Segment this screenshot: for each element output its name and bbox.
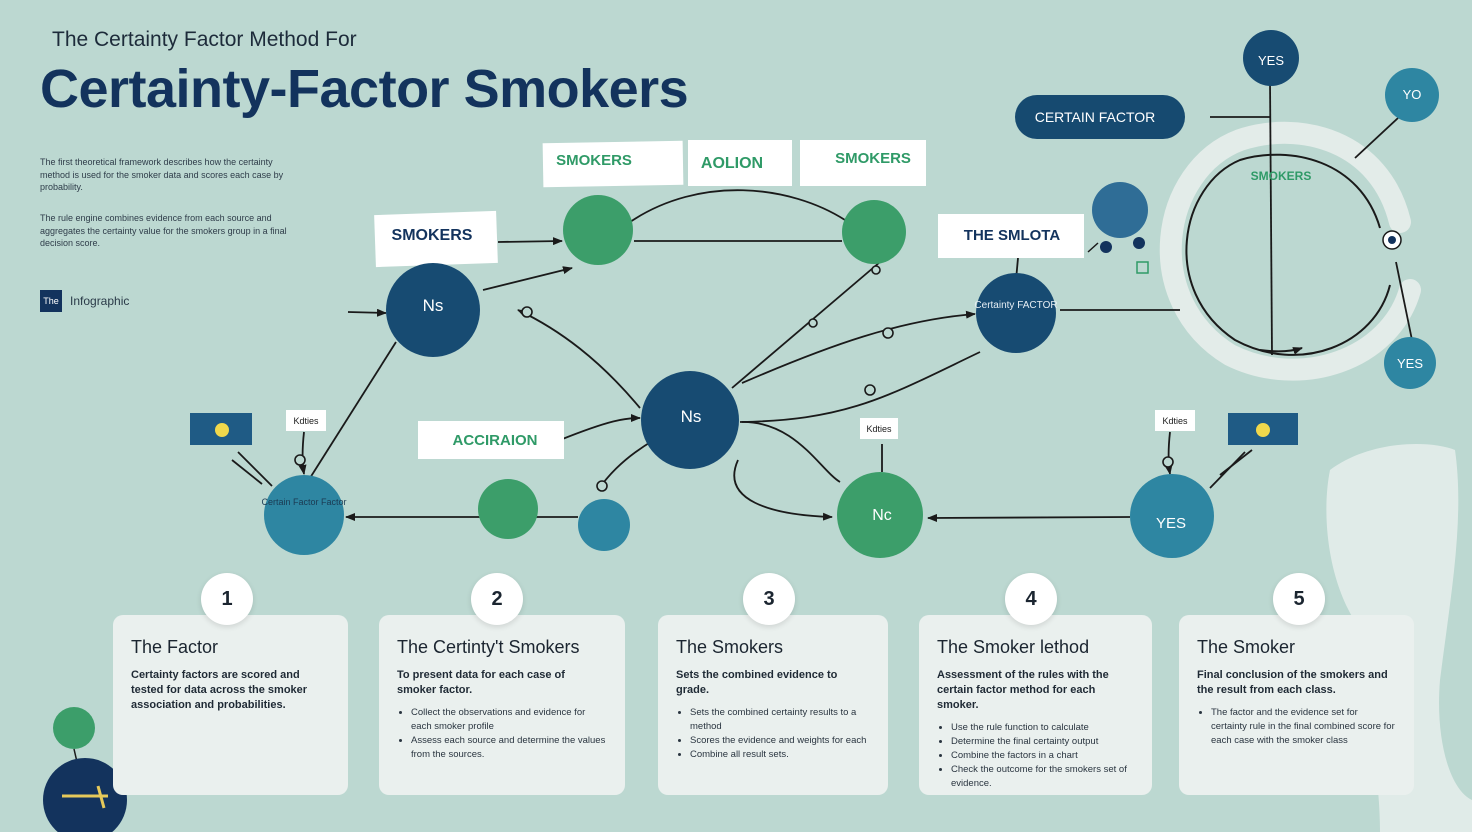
step-number-5: 5 <box>1273 573 1325 625</box>
list-item: Combine all result sets. <box>690 748 870 762</box>
list-item: Collect the observations and evidence fo… <box>411 706 607 734</box>
list-item: Assess each source and determine the val… <box>411 734 607 762</box>
svg-text:YO: YO <box>1403 87 1422 102</box>
list-item: Scores the evidence and weights for each <box>690 734 870 748</box>
node-yes-right: YES <box>1384 337 1436 389</box>
step-number-3: 3 <box>743 573 795 625</box>
step-number-4: 4 <box>1005 573 1057 625</box>
svg-text:Certain Factor Factor: Certain Factor Factor <box>261 497 346 507</box>
step-card-3: The Smokers Sets the combined evidence t… <box>658 615 888 795</box>
label-box-the-smlota: THE SMLOTA <box>938 214 1084 258</box>
step-bullets: Use the rule function to calculate Deter… <box>937 721 1134 791</box>
list-item: Determine the final certainty output <box>951 735 1134 749</box>
label-box-smokers-left: SMOKERS <box>374 210 498 268</box>
arc-ring <box>1159 121 1421 381</box>
step-title: The Smoker <box>1197 637 1296 657</box>
certain-factor-pill: CERTAIN FACTOR <box>1015 95 1185 139</box>
label-box-aolion: AOLION <box>688 140 792 186</box>
kicker-text: The Certainty Factor Method For <box>52 28 357 51</box>
svg-text:Certainty FACTOR: Certainty FACTOR <box>974 300 1057 311</box>
connection-lines <box>231 79 1413 522</box>
step-description: Final conclusion of the smokers and the … <box>1197 669 1388 696</box>
step-description: Sets the combined evidence to grade. <box>676 669 838 696</box>
step-bullets: The factor and the evidence set for cert… <box>1197 706 1396 748</box>
label-smokers-top-right: SMOKERS <box>835 150 911 167</box>
small-tag-left: Kdties <box>286 410 326 431</box>
svg-text:YES: YES <box>1156 515 1186 532</box>
step-description: Certainty factors are scored and tested … <box>131 669 308 711</box>
arc-arrow-bottom <box>1259 347 1303 355</box>
step-bullets: Sets the combined certainty results to a… <box>676 706 870 762</box>
list-item: Use the rule function to calculate <box>951 721 1134 735</box>
node-yes-bottom: YES <box>1130 474 1214 558</box>
flag-icon-left <box>190 413 252 445</box>
node-ns-left: Ns <box>386 263 480 357</box>
step-title: The Certinty't Smokers <box>397 637 580 657</box>
step-title: The Smoker lethod <box>937 637 1090 657</box>
compass-icon <box>43 758 127 832</box>
small-tag-right: Kdties <box>1155 410 1195 431</box>
step-card-5: The Smoker Final conclusion of the smoke… <box>1179 615 1414 795</box>
step-description: To present data for each case of smoker … <box>397 669 565 696</box>
svg-text:YES: YES <box>1258 53 1284 68</box>
svg-text:Kdties: Kdties <box>1162 416 1188 426</box>
svg-text:Nc: Nc <box>872 507 892 524</box>
svg-text:Ns: Ns <box>423 296 444 315</box>
intro-paragraph-2: The rule engine combines evidence from e… <box>40 213 287 248</box>
label-box-smokers-top-right: SMOKERS <box>800 140 926 186</box>
junction-markers <box>294 265 1174 492</box>
arc-line <box>1185 153 1391 356</box>
node-certainty-factor: Certainty FACTOR <box>974 273 1058 353</box>
label-the-smlota: THE SMLOTA <box>964 227 1061 244</box>
step-card-2: The Certinty't Smokers To present data f… <box>379 615 625 795</box>
step-title: The Smokers <box>676 637 784 657</box>
node-yo: YO <box>1385 68 1439 122</box>
intro-paragraph-1: The first theoretical framework describe… <box>40 157 284 192</box>
label-box-acciraion: ACCIRAION <box>418 421 564 459</box>
arc-label-smokers: SMOKERS <box>1251 169 1312 183</box>
step-number-2: 2 <box>471 573 523 625</box>
node-certain-factor-left: Certain Factor Factor <box>261 475 347 555</box>
step-bullets: Collect the observations and evidence fo… <box>397 706 607 762</box>
node-green-top-left <box>563 195 633 265</box>
list-item: Sets the combined certainty results to a… <box>690 706 870 734</box>
list-item: Combine the factors in a chart <box>951 749 1134 763</box>
list-item: The factor and the evidence set for cert… <box>1211 706 1396 748</box>
svg-text:CERTAIN FACTOR: CERTAIN FACTOR <box>1035 109 1156 125</box>
svg-text:Kdties: Kdties <box>866 424 892 434</box>
brand-badge: The <box>40 290 62 312</box>
svg-text:Kdties: Kdties <box>293 416 319 426</box>
arc-target-icon <box>1382 230 1402 250</box>
step-number-1: 1 <box>201 573 253 625</box>
svg-text:Ns: Ns <box>681 407 702 426</box>
label-smokers-left: SMOKERS <box>392 227 473 244</box>
svg-text:YES: YES <box>1397 356 1423 371</box>
node-blue-small <box>1087 182 1149 274</box>
flag-icon-right <box>1228 413 1298 445</box>
label-smokers-top-left: SMOKERS <box>556 152 632 169</box>
label-box-smokers-top-left: SMOKERS <box>542 140 684 188</box>
step-description: Assessment of the rules with the certain… <box>937 669 1109 711</box>
small-tag-center: Kdties <box>860 418 898 439</box>
step-card-4: The Smoker lethod Assessment of the rule… <box>919 615 1152 795</box>
step-card-1: The Factor Certainty factors are scored … <box>113 615 348 795</box>
list-item: Check the outcome for the smokers set of… <box>951 763 1134 791</box>
brand-text: Infographic <box>70 294 130 308</box>
node-ns-center: Ns <box>641 371 739 469</box>
node-green-bottom <box>478 479 538 539</box>
node-nc: Nc <box>837 472 923 558</box>
node-green-top-right <box>842 200 906 264</box>
label-aolion: AOLION <box>701 155 763 172</box>
brand-tag: The Infographic <box>40 290 129 312</box>
node-yes-top: YES <box>1243 30 1299 86</box>
label-acciraion: ACCIRAION <box>453 432 538 449</box>
node-teal-bottom <box>578 499 630 551</box>
step-title: The Factor <box>131 637 219 657</box>
page-title: Certainty-Factor Smokers <box>40 59 689 119</box>
